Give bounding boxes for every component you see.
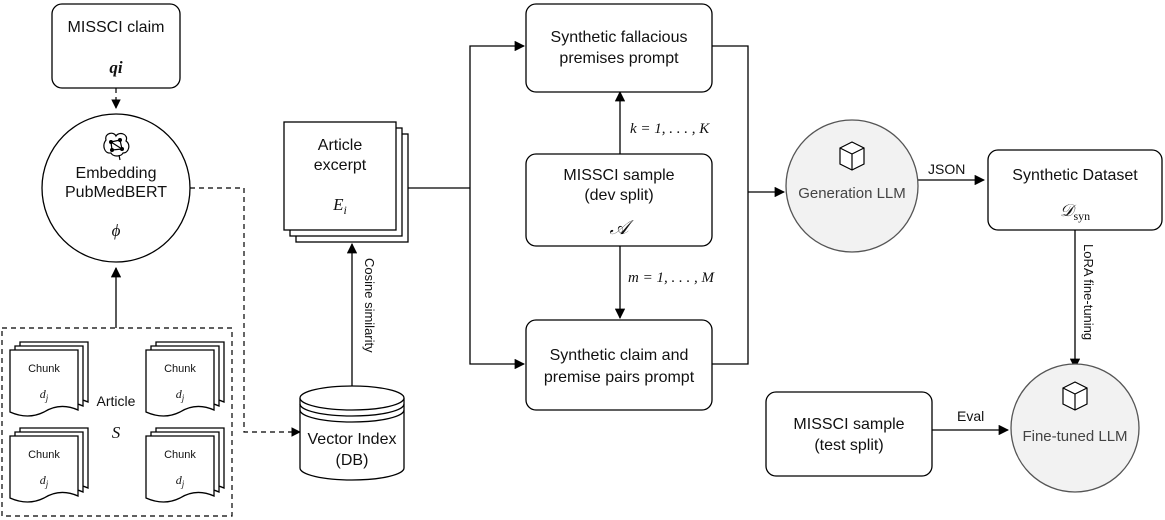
chunk-title: Chunk: [164, 449, 196, 461]
embedding-node: Embedding PubMedBERT ϕ: [41, 113, 191, 263]
edge-label-eval: Eval: [957, 408, 984, 424]
edge-branch-to-fallacious-prompt: [469, 40, 526, 188]
embedding-label-line1: Embedding: [76, 165, 157, 182]
generation-llm-node: Generation LLM: [785, 119, 919, 253]
edge-branch-to-claim-prompt: [469, 188, 526, 370]
chunk-title: Chunk: [28, 363, 60, 375]
chunk-document: Chunk dj: [145, 341, 225, 417]
article-group: Article S Chunk dj Chunk dj Chunk dj: [1, 327, 233, 517]
fallacious-prompt-line1: Synthetic fallacious: [551, 29, 688, 46]
chunk-symbol: dj: [176, 473, 185, 489]
brain-network-icon: [103, 132, 130, 161]
synthetic-dataset-title: Synthetic Dataset: [1012, 167, 1138, 184]
test-sample-line2: (test split): [814, 437, 883, 454]
test-sample-line1: MISSCI sample: [793, 416, 904, 433]
edge-label-lora: LoRA fine-tuning: [1081, 244, 1096, 340]
chunk-symbol: dj: [40, 387, 49, 403]
cube-icon: [1062, 381, 1088, 411]
claim-prompt-line2: premise pairs prompt: [544, 369, 695, 386]
edge-fallacious-prompt-to-merge: [712, 45, 749, 192]
chunk-document: Chunk dj: [9, 341, 89, 417]
dev-sample-node: MISSCI sample (dev split) 𝒜: [525, 153, 713, 247]
article-label: Article: [97, 393, 136, 409]
edges: [110, 40, 1081, 437]
embedding-symbol: ϕ: [112, 221, 121, 240]
chunk-title: Chunk: [28, 449, 60, 461]
article-symbol: S: [112, 423, 121, 442]
cube-icon: [839, 141, 865, 171]
chunk-document: Chunk dj: [145, 427, 225, 503]
edge-label-json: JSON: [928, 161, 965, 177]
edge-label-k-range: k = 1, . . . , K: [630, 121, 710, 137]
missci-claim-node: MISSCI claim qi: [51, 3, 181, 89]
finetuned-llm-label: Fine-tuned LLM: [1022, 428, 1127, 445]
synthetic-dataset-symbol: 𝒟syn: [1060, 201, 1090, 223]
article-excerpt-node: Article excerpt Ei: [283, 121, 409, 243]
embedding-label-line2: PubMedBERT: [65, 184, 167, 201]
dev-sample-line2: (dev split): [584, 187, 653, 204]
edge-label-cosine-similarity: Cosine similarity: [362, 258, 377, 353]
vector-index-line1: Vector Index: [308, 431, 397, 448]
edge-label-m-range: m = 1, . . . , M: [628, 270, 715, 286]
claim-prompt-line1: Synthetic claim and: [550, 347, 689, 364]
dev-sample-line1: MISSCI sample: [563, 167, 674, 184]
article-excerpt-symbol: Ei: [332, 195, 347, 217]
generation-llm-label: Generation LLM: [798, 185, 906, 202]
edge-claim-prompt-to-merge: [712, 192, 749, 365]
chunk-symbol: dj: [176, 387, 185, 403]
claim-premise-prompt-node: Synthetic claim and premise pairs prompt: [525, 319, 713, 411]
article-excerpt-line2: excerpt: [314, 157, 367, 174]
vector-index-node: Vector Index (DB): [299, 385, 405, 481]
synthetic-dataset-node: Synthetic Dataset 𝒟syn: [987, 149, 1163, 231]
fallacious-premises-prompt-node: Synthetic fallacious premises prompt: [525, 3, 713, 93]
vector-index-line2: (DB): [336, 452, 369, 469]
dev-sample-symbol: 𝒜: [610, 217, 635, 239]
missci-claim-symbol: qi: [109, 58, 123, 77]
chunk-title: Chunk: [164, 363, 196, 375]
finetuned-llm-node: Fine-tuned LLM: [1010, 363, 1140, 493]
chunk-symbol: dj: [40, 473, 49, 489]
edge-embedding-to-vector-index: [190, 187, 301, 437]
missci-claim-title: MISSCI claim: [68, 19, 165, 36]
article-excerpt-line1: Article: [318, 137, 363, 154]
test-sample-node: MISSCI sample (test split): [765, 391, 933, 477]
fallacious-prompt-line2: premises prompt: [559, 50, 679, 67]
chunk-document: Chunk dj: [9, 427, 89, 503]
